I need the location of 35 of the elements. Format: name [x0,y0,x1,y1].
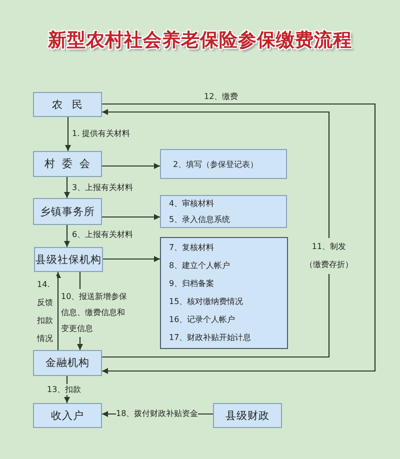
arrow [102,109,330,358]
step-text: 17、财政补贴开始计息 [169,332,252,344]
step-text: 15、核对缴纳费情况 [169,296,244,308]
process-box: 县级财政 [213,403,282,428]
step-text: 4、审核材料 [169,198,214,210]
step-text: 7、复核材料 [169,242,214,254]
edge-label: 3、上报有关材料 [72,182,134,193]
step-text: 5、录入信息系统 [169,214,230,226]
arrow [65,117,71,151]
arrow [55,272,61,350]
edge-label: 6、上报有关材料 [72,229,134,240]
arrow [102,214,160,220]
process-box: 金融机构 [33,350,102,376]
process-box: 县级社保机构 [34,247,103,272]
process-box: 收入户 [33,403,102,428]
task-box [160,195,287,228]
edge-label: 13、扣款 [47,384,82,395]
arrow [64,225,70,247]
step-text: 9、归档备案 [169,278,214,290]
process-box: 村委会 [33,151,102,177]
arrow [102,103,376,374]
arrow [102,163,160,169]
arrow [103,256,160,262]
edge-label: 1. 提供有关材料 [72,128,130,139]
task-box [160,237,288,349]
task-box: 2、填写（参保登记表） [160,149,287,179]
arrow [64,177,70,198]
edge-label: 18、拨付财政补贴资金 [116,408,198,419]
title: 新型农村社会养老保险参保缴费流程 [48,28,352,52]
step-text: 16、记录个人帐户 [169,314,236,326]
edge-label: 12、缴费 [204,91,238,102]
process-box: 乡镇事务所 [33,198,102,225]
process-box: 农民 [33,92,102,117]
step-text: 8、建立个人帐户 [169,260,230,272]
edge-label: 10、报送新增参保信息、缴费信息和变更信息 [61,289,128,337]
